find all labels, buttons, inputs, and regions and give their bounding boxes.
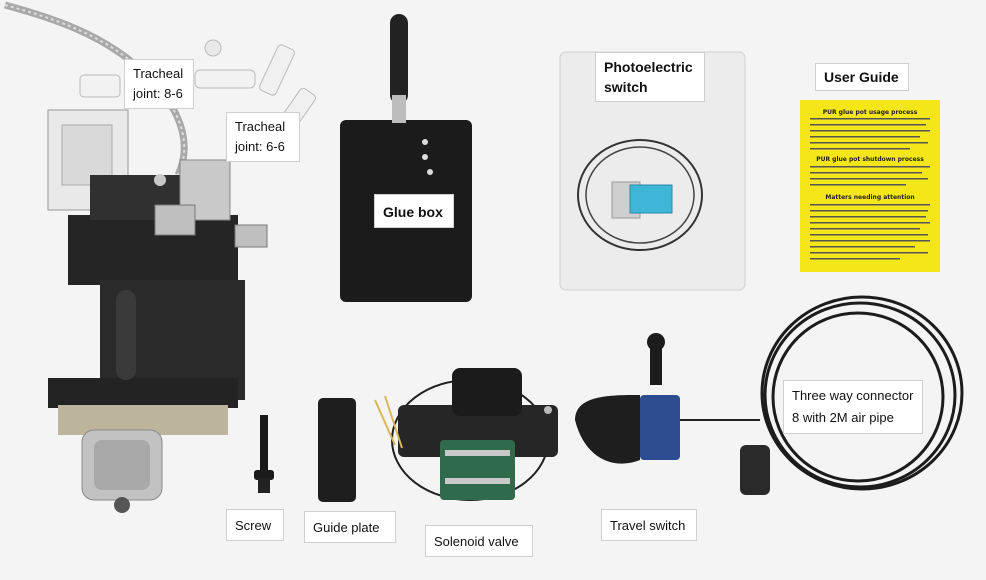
user-guide-lines — [810, 118, 930, 260]
glue-box — [340, 14, 472, 302]
glue-gun-assembly — [47, 109, 268, 513]
label-solenoid-valve: Solenoid valve — [425, 525, 533, 557]
label-text: User Guide — [824, 69, 899, 85]
label-line: 8 with 2M air pipe — [792, 410, 894, 425]
label-text: Guide plate — [313, 520, 380, 535]
label-text: Solenoid valve — [434, 534, 519, 549]
label-screw: Screw — [226, 509, 284, 541]
label-tracheal-joint-6-6: Tracheal joint: 6-6 — [226, 112, 300, 162]
manual-heading-shutdown: PUR glue pot shutdown process — [816, 156, 924, 163]
label-line: switch — [604, 79, 648, 95]
label-glue-box: Glue box — [374, 194, 454, 228]
label-line: joint: 8-6 — [133, 86, 183, 101]
air-pipe-coil — [760, 295, 964, 491]
label-photoelectric-switch: Photoelectric switch — [595, 52, 705, 102]
label-travel-switch: Travel switch — [601, 509, 697, 541]
label-text: Glue box — [383, 204, 443, 220]
label-text: Screw — [235, 518, 272, 533]
manual-heading-usage: PUR glue pot usage process — [822, 109, 918, 116]
user-guide-sheet — [800, 100, 940, 272]
label-line: Tracheal — [133, 66, 184, 81]
label-three-way-connector: Three way connector 8 with 2M air pipe — [783, 380, 923, 434]
label-text: Travel switch — [610, 518, 686, 533]
label-line: Photoelectric — [604, 59, 693, 75]
label-guide-plate: Guide plate — [304, 511, 396, 543]
label-tracheal-joint-8-6: Tracheal joint: 8-6 — [124, 59, 194, 109]
travel-switch — [575, 333, 760, 464]
label-line: joint: 6-6 — [235, 139, 285, 154]
three-way-connector — [740, 445, 770, 495]
screw — [254, 415, 274, 493]
label-line: Tracheal — [235, 119, 286, 134]
label-user-guide: User Guide — [815, 63, 909, 91]
solenoid-valve — [374, 368, 558, 501]
manual-heading-attention: Matters needing attention — [825, 194, 915, 201]
label-line: Three way connector — [792, 388, 914, 403]
guide-plate — [318, 398, 356, 502]
